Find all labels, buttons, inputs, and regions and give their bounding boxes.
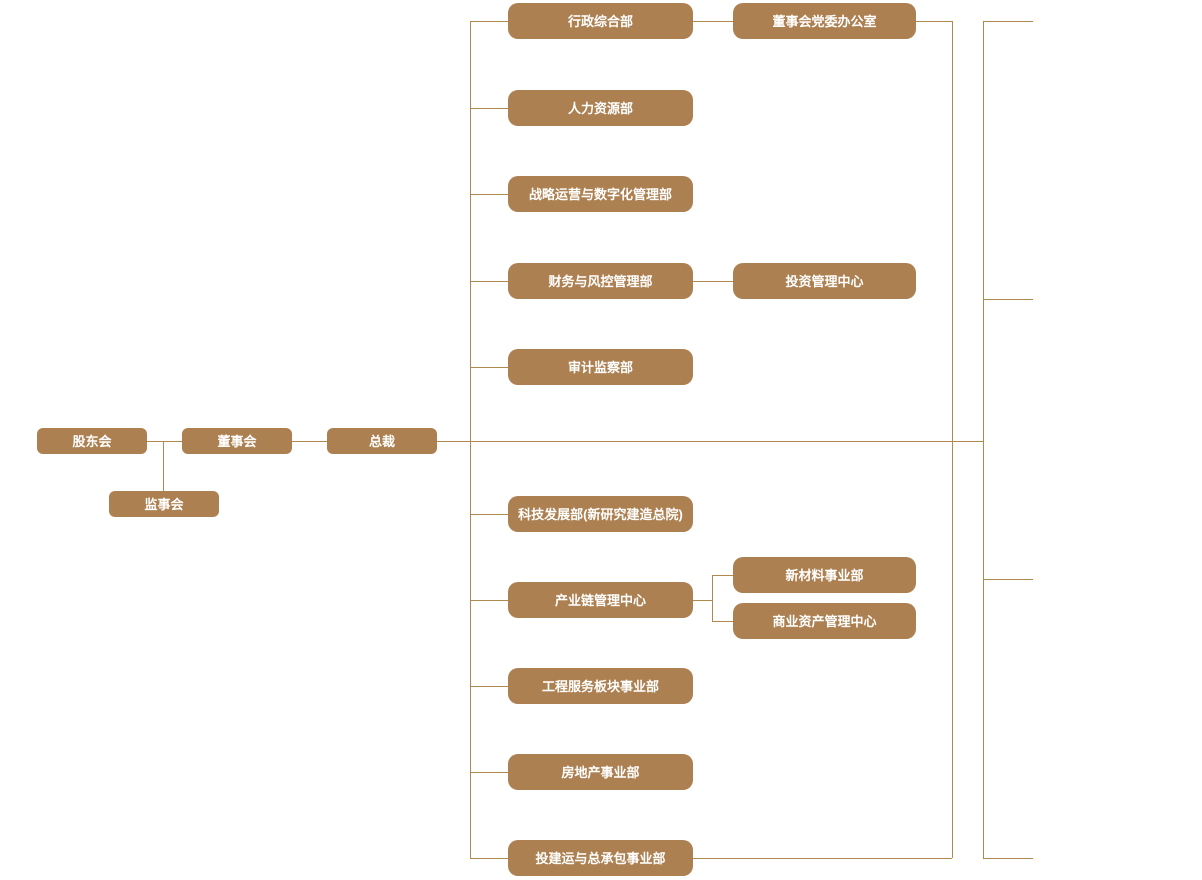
org-node-engineering-service-div: 工程服务板块事业部 [508, 668, 693, 704]
connector-line [693, 281, 733, 282]
org-node-strategy-digital-dept: 战略运营与数字化管理部 [508, 176, 693, 212]
connector-line [292, 441, 327, 442]
connector-line [470, 367, 508, 368]
connector-line [983, 21, 1033, 22]
org-node-tech-development-dept: 科技发展部(新研究建造总院) [508, 496, 693, 532]
org-node-board-party-office: 董事会党委办公室 [733, 3, 916, 39]
org-node-finance-risk-dept: 财务与风控管理部 [508, 263, 693, 299]
org-node-invest-build-epc-div: 投建运与总承包事业部 [508, 840, 693, 876]
connector-line [983, 858, 1033, 859]
org-node-hr-dept: 人力资源部 [508, 90, 693, 126]
connector-line [470, 600, 508, 601]
connector-line [470, 194, 508, 195]
connector-line [470, 21, 471, 858]
org-node-real-estate-div: 房地产事业部 [508, 754, 693, 790]
connector-line [470, 686, 508, 687]
org-node-industry-chain-center: 产业链管理中心 [508, 582, 693, 618]
connector-line [163, 441, 164, 491]
org-node-new-materials-div: 新材料事业部 [733, 557, 916, 593]
connector-line [470, 21, 508, 22]
connector-line [470, 281, 508, 282]
connector-line [916, 21, 952, 22]
connector-line [470, 772, 508, 773]
connector-line [712, 621, 733, 622]
connector-line [983, 579, 1033, 580]
connector-line [470, 514, 508, 515]
connector-line [693, 21, 733, 22]
connector-line [693, 600, 712, 601]
connector-line [147, 441, 182, 442]
org-node-president: 总裁 [327, 428, 437, 454]
org-node-investment-mgmt-center: 投资管理中心 [733, 263, 916, 299]
connector-line [983, 21, 984, 858]
org-node-shareholders-meeting: 股东会 [37, 428, 147, 454]
org-node-commercial-assets-center: 商业资产管理中心 [733, 603, 916, 639]
org-node-supervisory-board: 监事会 [109, 491, 219, 517]
connector-line [437, 441, 983, 442]
connector-line [712, 575, 713, 621]
org-node-board-of-directors: 董事会 [182, 428, 292, 454]
connector-line [712, 575, 733, 576]
connector-line [983, 299, 1033, 300]
connector-line [470, 108, 508, 109]
org-node-admin-general-dept: 行政综合部 [508, 3, 693, 39]
connector-line [693, 858, 952, 859]
connector-line [470, 858, 508, 859]
connector-line [952, 21, 953, 858]
org-node-audit-supervision-dept: 审计监察部 [508, 349, 693, 385]
